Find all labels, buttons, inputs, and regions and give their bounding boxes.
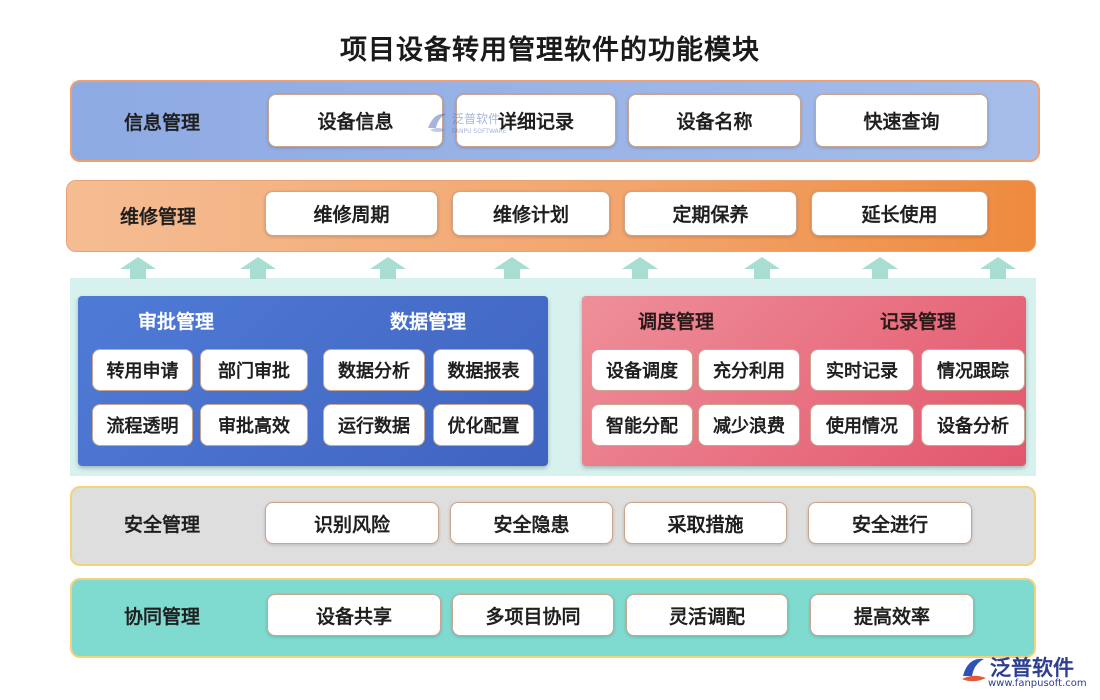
maint-item-regular-upkeep: 定期保养 bbox=[624, 191, 797, 236]
record-management-label: 记录管理 bbox=[880, 311, 957, 333]
page-title: 项目设备转用管理软件的功能模块 bbox=[340, 35, 760, 66]
approval-management-label: 审批管理 bbox=[138, 311, 215, 333]
collab-item-device-share: 设备共享 bbox=[267, 594, 441, 636]
collab-item-flexible-allocate: 灵活调配 bbox=[626, 594, 788, 636]
logo-url: www.fanpusoft.com bbox=[988, 678, 1087, 689]
approval-item-efficient: 审批高效 bbox=[200, 404, 308, 446]
maint-item-extend-use: 延长使用 bbox=[811, 191, 988, 236]
record-item-realtime: 实时记录 bbox=[810, 349, 914, 391]
safety-item-hazard: 安全隐患 bbox=[450, 502, 613, 544]
info-item-device-name: 设备名称 bbox=[628, 94, 801, 147]
collab-item-improve-efficiency: 提高效率 bbox=[810, 594, 974, 636]
data-item-optimize-config: 优化配置 bbox=[433, 404, 534, 446]
up-arrow-icon bbox=[120, 257, 156, 279]
approval-item-transparent-flow: 流程透明 bbox=[92, 404, 193, 446]
up-arrow-icon bbox=[494, 257, 530, 279]
data-item-analysis: 数据分析 bbox=[323, 349, 425, 391]
dispatch-item-device-dispatch: 设备调度 bbox=[591, 349, 693, 391]
dispatch-item-full-use: 充分利用 bbox=[698, 349, 800, 391]
maint-item-plan: 维修计划 bbox=[452, 191, 610, 236]
brand-logo: 泛普软件 www.fanpusoft.com bbox=[960, 652, 1090, 692]
info-management-label: 信息管理 bbox=[124, 112, 201, 134]
fanpu-logo-icon bbox=[962, 658, 986, 682]
record-item-device-analysis: 设备分析 bbox=[921, 404, 1025, 446]
watermark-sub: FANPU SOFTWARE bbox=[452, 128, 507, 135]
info-item-device-info: 设备信息 bbox=[268, 94, 443, 147]
record-item-tracking: 情况跟踪 bbox=[921, 349, 1025, 391]
collab-item-multi-project: 多项目协同 bbox=[452, 594, 614, 636]
dispatch-item-reduce-waste: 减少浪费 bbox=[698, 404, 800, 446]
safety-item-measures: 采取措施 bbox=[624, 502, 787, 544]
logo-name: 泛普软件 bbox=[990, 656, 1074, 680]
info-item-fast-query: 快速查询 bbox=[815, 94, 988, 147]
up-arrow-icon bbox=[980, 257, 1016, 279]
data-item-operation-data: 运行数据 bbox=[323, 404, 425, 446]
dispatch-management-label: 调度管理 bbox=[638, 311, 715, 333]
watermark-name: 泛普软件 bbox=[452, 112, 500, 126]
data-item-report: 数据报表 bbox=[433, 349, 534, 391]
watermark-logo: 泛普软件 FANPU SOFTWARE bbox=[428, 112, 507, 135]
safety-management-label: 安全管理 bbox=[124, 514, 201, 536]
up-arrow-icon bbox=[862, 257, 898, 279]
dispatch-item-smart-allocate: 智能分配 bbox=[591, 404, 693, 446]
safety-item-safe-operation: 安全进行 bbox=[808, 502, 972, 544]
data-management-label: 数据管理 bbox=[390, 311, 467, 333]
up-arrow-icon bbox=[370, 257, 406, 279]
up-arrow-icon bbox=[622, 257, 658, 279]
approval-item-transfer-request: 转用申请 bbox=[92, 349, 193, 391]
up-arrow-icon bbox=[240, 257, 276, 279]
safety-item-identify-risk: 识别风险 bbox=[265, 502, 439, 544]
info-item-detail-record: 详细记录 bbox=[456, 94, 616, 147]
collaboration-management-label: 协同管理 bbox=[124, 606, 201, 628]
maint-item-cycle: 维修周期 bbox=[265, 191, 438, 236]
approval-item-dept-approval: 部门审批 bbox=[200, 349, 308, 391]
up-arrow-icon bbox=[744, 257, 780, 279]
record-item-usage: 使用情况 bbox=[810, 404, 914, 446]
maintenance-management-label: 维修管理 bbox=[120, 206, 197, 228]
